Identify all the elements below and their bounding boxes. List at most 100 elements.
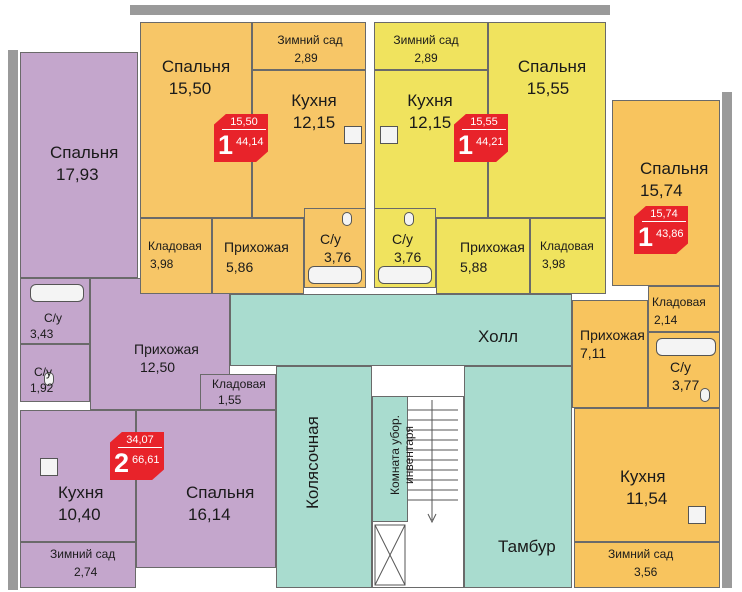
apt-d-bath-2-name: С/у bbox=[34, 365, 52, 379]
apt-b-badge: 15,55 1 44,21 bbox=[454, 114, 508, 162]
apt-a-winter-garden bbox=[252, 22, 366, 70]
apt-a-badge-living: 15,50 bbox=[222, 116, 266, 130]
apt-c-badge-rooms: 1 bbox=[638, 222, 654, 252]
apt-d-bath-1-name: С/у bbox=[44, 311, 62, 325]
apt-d-badge: 34,07 2 66,61 bbox=[110, 432, 164, 480]
apt-b-hall bbox=[436, 218, 530, 294]
apt-d-hall-area: 12,50 bbox=[140, 359, 176, 375]
apt-a-bedroom-area: 15,50 bbox=[168, 79, 212, 98]
apt-b-badge-total: 44,21 bbox=[476, 136, 504, 148]
apt-b-storage bbox=[530, 218, 606, 294]
common-corridor-right bbox=[464, 366, 572, 588]
apt-d-winter-garden-name: Зимний сад bbox=[50, 547, 116, 561]
bathtub-icon bbox=[30, 284, 84, 302]
apt-c-hall-area: 7,11 bbox=[580, 345, 607, 361]
stove-icon bbox=[40, 458, 58, 476]
apt-a-kitchen-area: 12,15 bbox=[292, 113, 336, 132]
apt-c-kitchen-name: Кухня bbox=[620, 467, 666, 486]
apt-a-winter-garden-name: Зимний сад bbox=[277, 33, 343, 47]
apt-b-hall-area: 5,88 bbox=[460, 259, 488, 275]
apt-a-kitchen-name: Кухня bbox=[291, 91, 337, 110]
stairs-icon bbox=[408, 400, 458, 524]
apt-a-storage bbox=[140, 218, 212, 294]
apt-a-kitchen bbox=[252, 70, 366, 218]
common-corridor-left bbox=[276, 366, 372, 588]
apt-a-hall bbox=[212, 218, 304, 294]
apt-c-hall bbox=[572, 300, 648, 408]
apt-d-badge-living: 34,07 bbox=[118, 434, 162, 448]
apt-d-storage-area: 1,55 bbox=[218, 393, 242, 407]
apt-b-winter-garden-name: Зимний сад bbox=[393, 33, 459, 47]
apt-a-bedroom-name: Спальня bbox=[161, 57, 231, 76]
apt-b-winter-garden-area: 2,89 bbox=[414, 51, 438, 65]
toilet-icon bbox=[342, 212, 352, 226]
cleaning-room bbox=[372, 396, 408, 522]
apt-d-storage bbox=[200, 374, 276, 410]
apt-a-bath-name: С/у bbox=[320, 231, 341, 247]
stove-icon bbox=[380, 126, 398, 144]
apt-b-hall-name: Прихожая bbox=[460, 239, 525, 255]
apt-c-storage-name: Кладовая bbox=[652, 295, 706, 309]
common-hall-label: Холл bbox=[478, 327, 519, 346]
apt-c-badge-living: 15,74 bbox=[642, 208, 686, 222]
bathtub-icon bbox=[308, 266, 362, 284]
apt-b-winter-garden bbox=[374, 22, 488, 70]
apt-c-storage-area: 2,14 bbox=[654, 313, 678, 327]
common-hall bbox=[230, 294, 572, 366]
apt-c-bath-area: 3,77 bbox=[672, 377, 700, 393]
toilet-icon bbox=[44, 372, 54, 386]
apt-c-bedroom-name: Спальня bbox=[640, 159, 709, 178]
apt-d-bath-2-area: 1,92 bbox=[30, 381, 54, 395]
apt-b-storage-name: Кладовая bbox=[540, 239, 594, 253]
apt-b-kitchen-name: Кухня bbox=[407, 91, 453, 110]
apt-b-bedroom-name: Спальня bbox=[517, 57, 587, 76]
apt-c-bath-name: С/у bbox=[670, 359, 691, 375]
apt-d-bath-1-area: 3,43 bbox=[30, 327, 54, 341]
cleaning-room-label-line2: инвентаря bbox=[402, 426, 416, 484]
apt-d-kitchen-name: Кухня bbox=[58, 483, 104, 502]
apt-b-bedroom-area: 15,55 bbox=[526, 79, 570, 98]
apt-d-winter-garden bbox=[20, 542, 136, 588]
apt-c-winter-garden-name: Зимний сад bbox=[608, 547, 674, 561]
apt-b-storage-area: 3,98 bbox=[542, 257, 566, 271]
apt-d-bath-2 bbox=[20, 344, 90, 402]
apt-d-bedroom-1-area: 17,93 bbox=[56, 165, 99, 184]
apt-c-badge: 15,74 1 43,86 bbox=[634, 206, 688, 254]
apt-b-badge-living: 15,55 bbox=[462, 116, 506, 130]
apt-b-kitchen-area: 12,15 bbox=[408, 113, 452, 132]
apt-c-hall-name: Прихожая bbox=[580, 327, 645, 343]
apt-c-storage bbox=[648, 286, 720, 332]
bathtub-icon bbox=[656, 338, 716, 356]
apt-c-badge-total: 43,86 bbox=[656, 228, 684, 240]
apt-c-kitchen-area: 11,54 bbox=[626, 489, 668, 508]
apt-d-bedroom-2-name: Спальня bbox=[186, 483, 255, 502]
toilet-icon bbox=[700, 388, 710, 402]
stove-icon bbox=[344, 126, 362, 144]
apt-c-bedroom-area: 15,74 bbox=[640, 181, 683, 200]
apt-a-badge-rooms: 1 bbox=[218, 130, 234, 160]
apt-b-bath-area: 3,76 bbox=[394, 249, 422, 265]
apt-d-kitchen-area: 10,40 bbox=[58, 505, 101, 524]
apt-a-badge-total: 44,14 bbox=[236, 136, 264, 148]
outer-wall-left bbox=[8, 50, 18, 590]
bathtub-icon bbox=[378, 266, 432, 284]
apt-b-badge-rooms: 1 bbox=[458, 130, 474, 160]
apt-a-hall-area: 5,86 bbox=[226, 259, 254, 275]
vestibule-label: Тамбур bbox=[498, 537, 556, 556]
apt-c-bedroom bbox=[612, 100, 720, 286]
apt-c-winter-garden-area: 3,56 bbox=[634, 565, 658, 579]
outer-wall-right bbox=[722, 92, 732, 588]
apt-c-winter-garden bbox=[574, 542, 720, 588]
apt-a-hall-name: Прихожая bbox=[224, 239, 289, 255]
elevator-shaft-icon bbox=[374, 524, 406, 586]
apt-d-bedroom-1-name: Спальня bbox=[50, 143, 119, 162]
apt-b-bath-name: С/у bbox=[392, 231, 413, 247]
apt-a-winter-garden-area: 2,89 bbox=[294, 51, 318, 65]
apt-d-badge-rooms: 2 bbox=[114, 448, 130, 478]
apt-d-storage-name: Кладовая bbox=[212, 377, 266, 391]
outer-wall-top bbox=[130, 5, 610, 15]
stroller-room-label: Колясочная bbox=[303, 416, 322, 509]
stove-icon bbox=[688, 506, 706, 524]
apt-d-badge-total: 66,61 bbox=[132, 454, 160, 466]
